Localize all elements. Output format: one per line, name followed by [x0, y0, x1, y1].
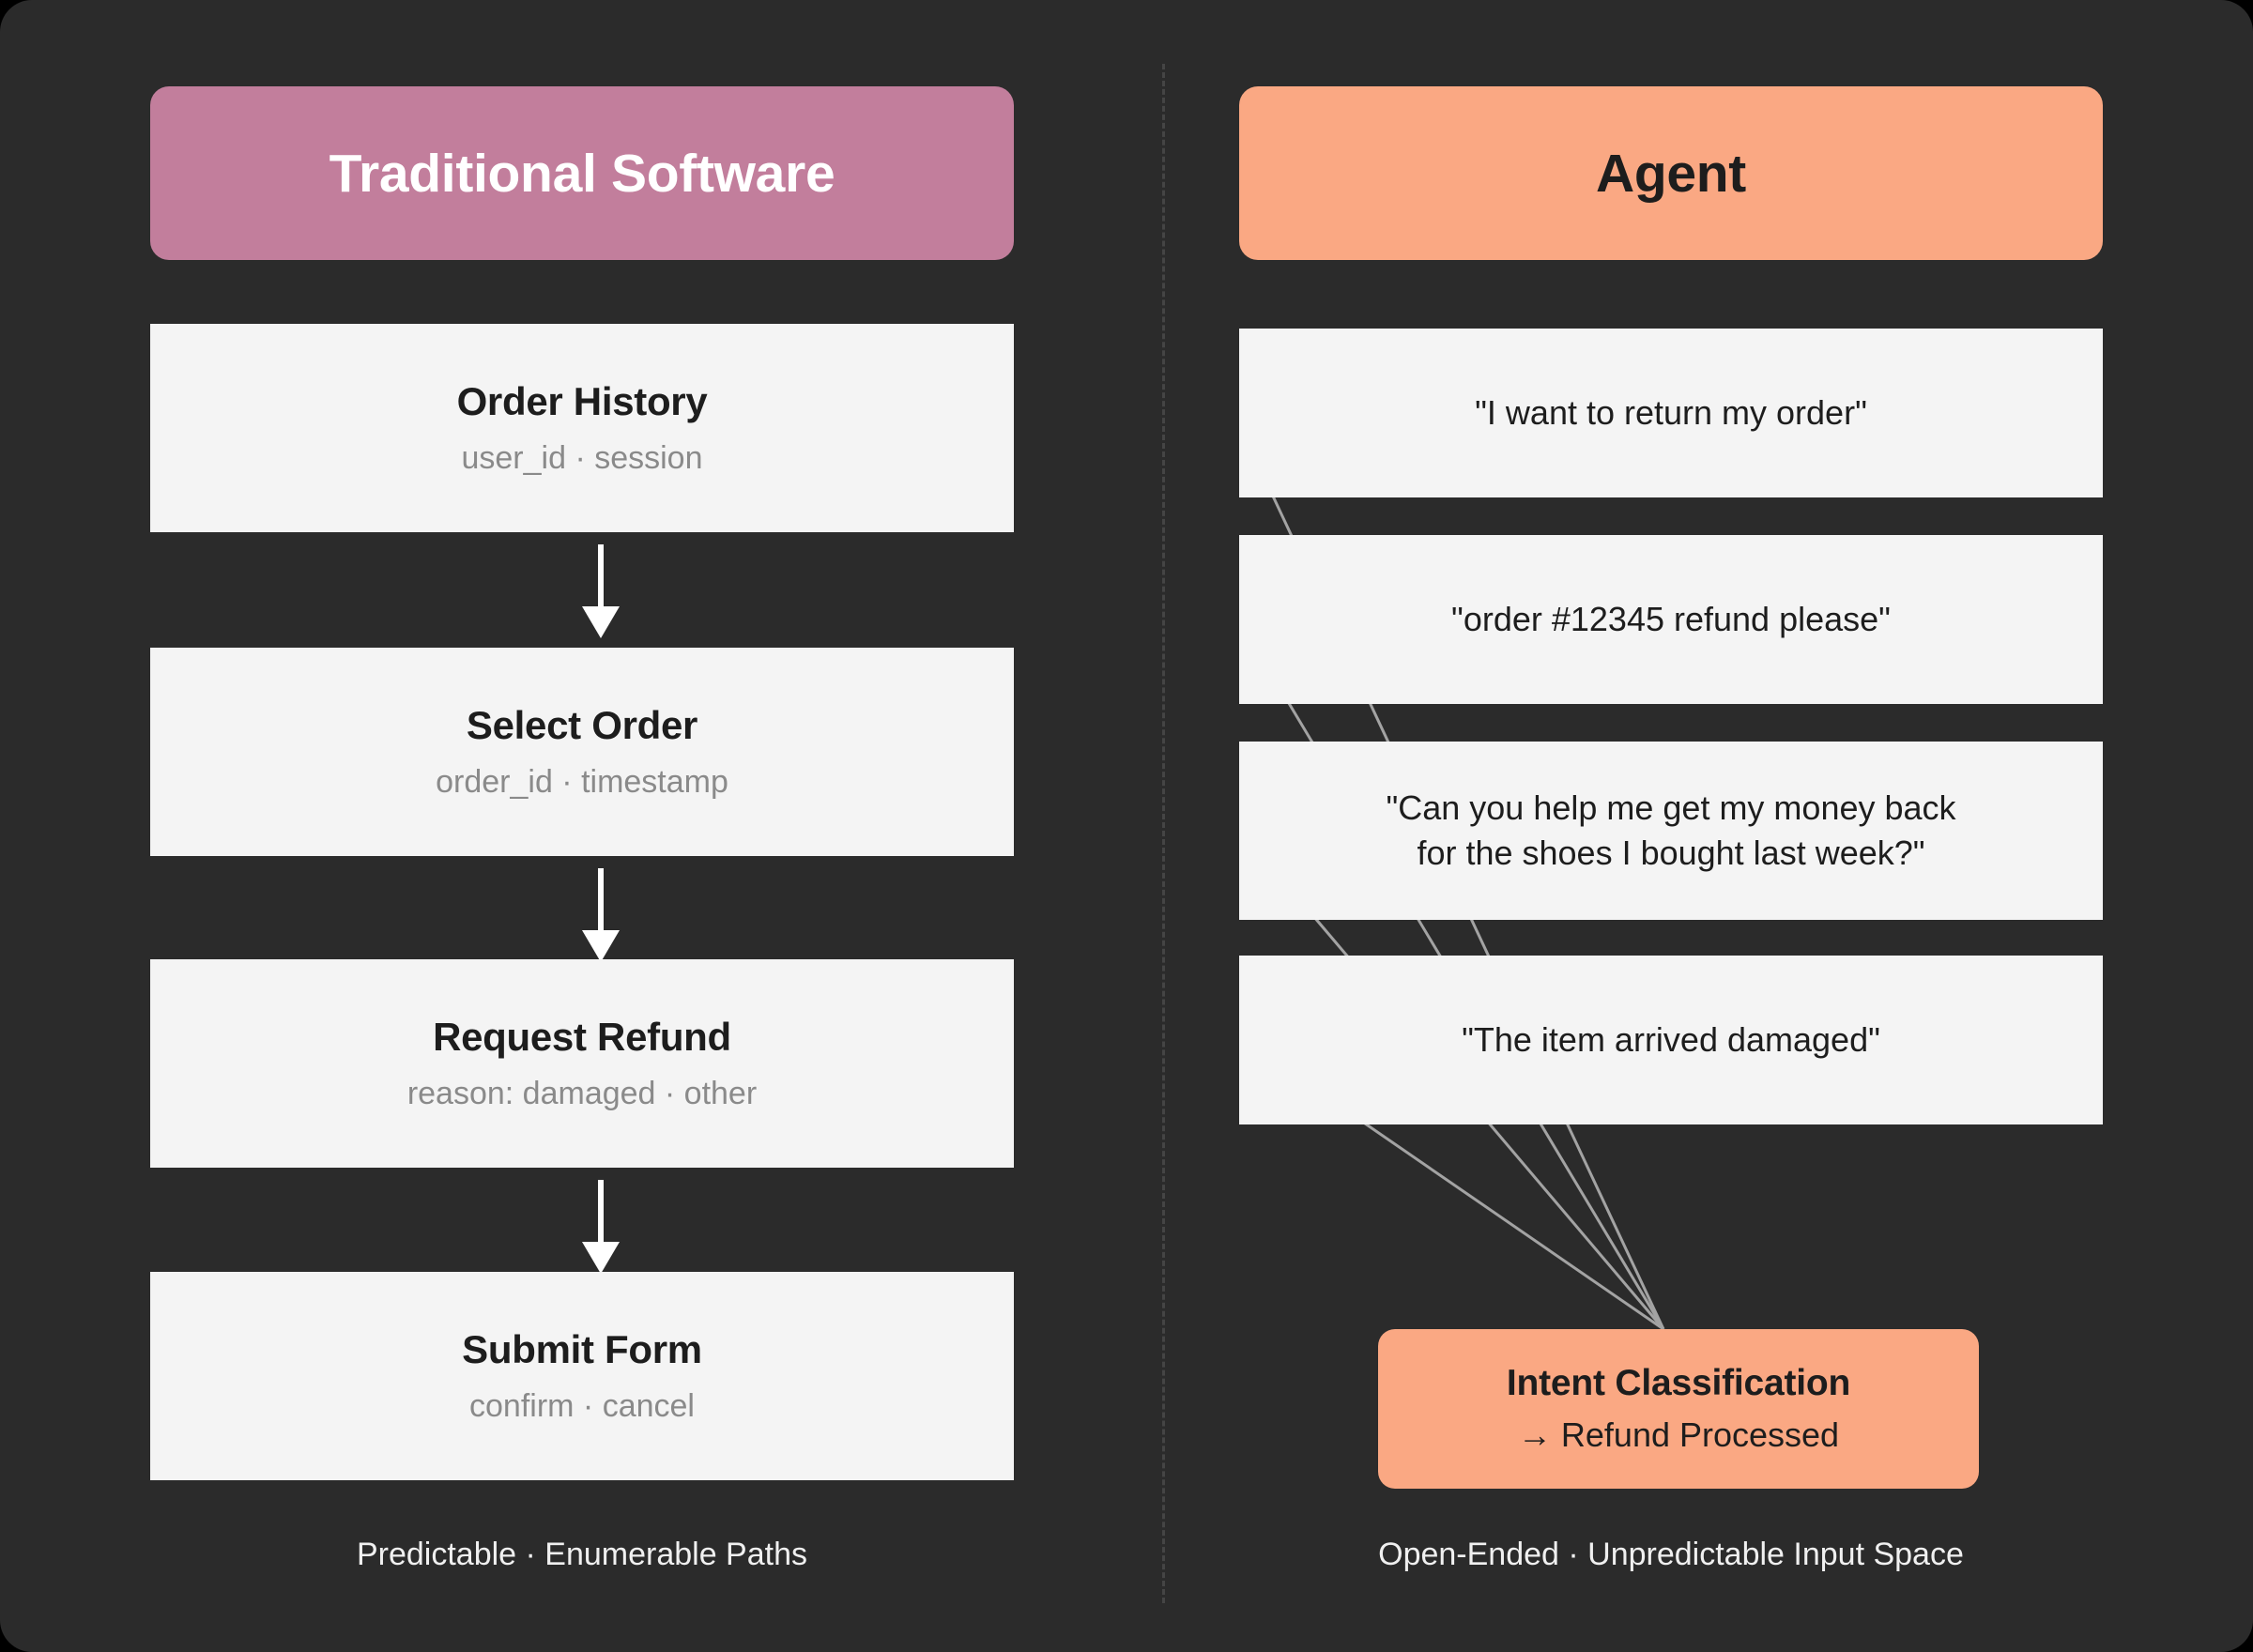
step-card-request-refund[interactable]: Request Refund reason: damaged · other	[150, 959, 1014, 1168]
step-title: Request Refund	[433, 1015, 731, 1060]
step-title: Select Order	[466, 703, 698, 748]
flow-arrow-1	[582, 544, 620, 638]
agent-input-text: "I want to return my order"	[1475, 393, 1867, 433]
agent-input-line-1: "Can you help me get my money back	[1386, 788, 1956, 828]
intent-classification-node[interactable]: Intent Classification → Refund Processed	[1378, 1329, 1979, 1489]
agent-column: Agent "I want to return my order" "order…	[1239, 0, 2103, 1652]
agent-input-card-1[interactable]: "I want to return my order"	[1239, 329, 2103, 497]
intent-classification-subtitle: → Refund Processed	[1517, 1415, 1840, 1454]
agent-header: Agent	[1239, 86, 2103, 260]
column-divider	[1162, 64, 1165, 1603]
traditional-software-title: Traditional Software	[329, 143, 835, 204]
left-footer-caption: Predictable · Enumerable Paths	[356, 1537, 808, 1572]
step-subtitle: user_id · session	[461, 439, 703, 476]
agent-input-line-2: for the shoes I bought last week?"	[1417, 834, 1925, 872]
step-title: Submit Form	[462, 1327, 702, 1372]
traditional-software-header: Traditional Software	[150, 86, 1014, 260]
flow-arrow-3	[582, 1180, 620, 1274]
right-footer-caption: Open-Ended · Unpredictable Input Space	[1378, 1537, 1964, 1572]
traditional-software-column: Traditional Software Order History user_…	[150, 0, 1014, 1652]
agent-input-text: "Can you help me get my money back for t…	[1348, 786, 1993, 875]
step-card-submit-form[interactable]: Submit Form confirm · cancel	[150, 1272, 1014, 1480]
step-subtitle: reason: damaged · other	[406, 1075, 758, 1111]
agent-input-text: "order #12345 refund please"	[1451, 600, 1891, 639]
flow-arrow-2	[582, 868, 620, 962]
agent-input-card-3[interactable]: "Can you help me get my money back for t…	[1239, 742, 2103, 920]
step-subtitle: confirm · cancel	[469, 1387, 695, 1424]
agent-input-card-4[interactable]: "The item arrived damaged"	[1239, 956, 2103, 1124]
step-card-select-order[interactable]: Select Order order_id · timestamp	[150, 648, 1014, 856]
agent-input-text: "The item arrived damaged"	[1462, 1020, 1880, 1060]
intent-classification-title: Intent Classification	[1506, 1363, 1851, 1403]
agent-input-card-2[interactable]: "order #12345 refund please"	[1239, 535, 2103, 704]
step-subtitle: order_id · timestamp	[436, 763, 728, 800]
agent-title: Agent	[1596, 143, 1746, 204]
step-card-order-history[interactable]: Order History user_id · session	[150, 324, 1014, 532]
step-title: Order History	[456, 379, 708, 424]
